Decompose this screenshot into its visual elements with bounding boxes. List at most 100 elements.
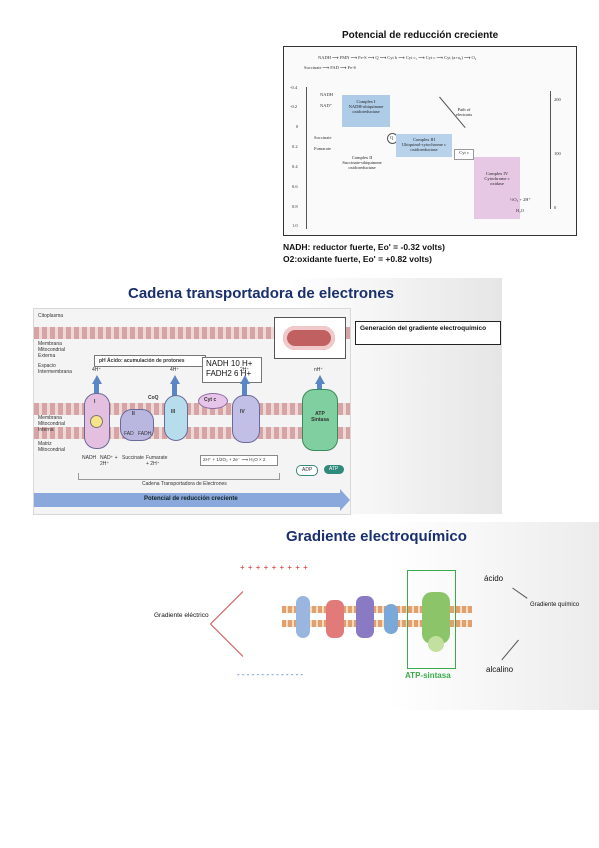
h2o-label: H₂O	[516, 208, 525, 213]
fumarate-label: Fumarate	[314, 146, 331, 151]
mitochondrion-icon	[283, 326, 335, 350]
redox-potential-figure: NADH ⟶ FMN ⟶ Fe-S ⟶ Q ⟶ Cyt b ⟶ Cyt c₁ ⟶…	[283, 46, 577, 236]
nadh-note: NADH: reductor fuerte, Eo' = -0.32 volts…	[283, 242, 445, 252]
fad-label: FAD	[124, 431, 134, 437]
complex-i	[84, 393, 110, 449]
cytc-oval	[198, 393, 228, 409]
ill-complex-1	[296, 596, 310, 638]
atp-synthase-highlight	[407, 570, 456, 669]
minus-row: - - - - - - - - - - - - - -	[237, 670, 304, 679]
ph-acid-label: pH Ácido: acumulación de protones	[99, 358, 185, 364]
right-tick: 100	[554, 151, 561, 156]
nadh-protons: NADH 10 H+	[206, 359, 253, 368]
outer-membrane	[34, 327, 350, 339]
atp-synthase	[302, 389, 338, 451]
proton-count-box: NADH 10 H+ FADH2 6 H+	[202, 357, 262, 383]
electron-transport-figure: Citoplasma Membrana Mitocondrial Externa…	[33, 308, 351, 515]
succinate-matrix: Succinate	[122, 455, 144, 461]
ph-acid-box: pH Ácido: acumulación de protones	[94, 355, 206, 367]
y-tick: 0.4	[292, 164, 298, 169]
membrane-illustration	[282, 574, 472, 662]
ill-atp-synthase	[422, 592, 450, 644]
fumarate-matrix: Fumarate + 2H⁺	[146, 455, 168, 467]
complex-ii-label: Complex II Succinate-ubiquinone oxidored…	[342, 155, 382, 170]
complex-ii-label: II	[132, 411, 135, 417]
section1-title: Potencial de reducción creciente	[342, 30, 499, 41]
water-eq: 2H⁺ + 1/2O₂ + 2e⁻ ⟶ H₂O × 2	[203, 457, 266, 462]
complex-iii	[164, 395, 188, 441]
coq-label: CoQ	[148, 395, 159, 401]
potencial-arrow: Potencial de reducción creciente	[34, 493, 340, 507]
q-label: Q	[390, 135, 394, 140]
chemical-gradient-label: Gradiente químico	[530, 602, 580, 608]
chain-row-2: Succinate ⟶ FAD ⟶ Fe-S	[304, 65, 357, 70]
complex-iv-box: Complex IV Cytochrome c oxidase	[474, 157, 520, 219]
outer-membrane-label: Membrana Mitocondrial Externa	[38, 341, 65, 359]
atp-synthase-caption: ATP-sintasa	[405, 671, 451, 680]
matrix-label: Matriz Mitocondrial	[38, 441, 65, 453]
alcalino-label: alcalino	[486, 665, 514, 674]
adp-pill: ADP	[296, 465, 318, 476]
ubiquinone-circle-i	[90, 415, 103, 428]
right-tick: 200	[554, 97, 561, 102]
inner-membrane-label: Membrana Mitocondrial Interna	[38, 415, 65, 433]
membrane-layer-bottom	[282, 620, 472, 627]
gradient-side-box: Generación del gradiente electroquímico	[355, 321, 501, 345]
cytc-box: Cyt c	[454, 149, 474, 160]
y-tick: 0	[296, 124, 299, 129]
y-tick: 0.2	[292, 144, 298, 149]
potencial-arrowhead	[340, 489, 350, 511]
right-tick: 0	[554, 205, 557, 210]
potencial-label: Potencial de reducción creciente	[144, 496, 238, 502]
complex-i-box: Complex I NADH-ubiquinone oxidoreductase	[342, 95, 390, 127]
nad-label: NAD⁺	[320, 103, 333, 108]
atp-pill: ATP	[324, 465, 344, 474]
membrane-layer-top	[282, 606, 472, 613]
cytc-label: Cyt c	[204, 397, 217, 403]
complex-ii	[120, 409, 154, 441]
y-tick: 0.6	[292, 184, 298, 189]
proton-arrow-iii	[170, 375, 180, 384]
proton-arrow-atp	[315, 375, 325, 384]
o2-label: ½O₂ + 2H⁺	[510, 197, 531, 202]
proton-arrow-iv	[240, 375, 250, 384]
plus-row: + + + + + + + + +	[240, 563, 309, 572]
complex-iii-label: III	[171, 409, 176, 415]
protons-i: 4H⁺	[92, 367, 102, 373]
y-tick: -0.4	[290, 85, 298, 90]
proton-shaft-iii	[172, 384, 177, 402]
y-tick: 0.8	[292, 204, 298, 209]
atp-synthase-label: ATP Sintasa	[311, 411, 329, 423]
right-axis	[550, 91, 551, 209]
inner-membrane-bottom	[34, 427, 350, 439]
ill-complex-4	[384, 604, 398, 634]
mitochondrion-inset	[274, 317, 346, 359]
complex-i-label: I	[94, 399, 96, 405]
gradient-side-text: Generación del gradiente electroquímico	[360, 325, 487, 332]
section3-title: Gradiente electroquímico	[286, 528, 467, 545]
succinate-label: Succinate	[314, 135, 332, 140]
nadh-matrix: NADH	[82, 455, 97, 461]
protons-atp: nH⁺	[314, 367, 324, 373]
citoplasma-label: Citoplasma	[38, 313, 64, 319]
acido-label: ácido	[484, 574, 504, 583]
protons-iii: 4H⁺	[170, 367, 180, 373]
atp-label: ATP	[329, 466, 339, 472]
complex-iv	[232, 395, 260, 443]
inner-membrane-top	[34, 403, 350, 415]
ill-complex-3	[356, 596, 374, 638]
proton-arrow-i	[92, 375, 102, 384]
chain-label: Cadena Transportadora de Electrones	[142, 481, 227, 487]
complex-iv-label: IV	[240, 409, 245, 415]
left-axis	[306, 87, 307, 229]
proton-shaft-iv	[242, 384, 247, 402]
electric-gradient-label: Gradiente eléctrico	[154, 612, 209, 619]
ill-atp-head	[428, 636, 444, 652]
nadh-label: NADH	[320, 92, 333, 97]
complex-iii-box: Complex III Ubiquinol-cytochrome c oxido…	[396, 134, 452, 157]
path-label: Path of electrons	[455, 107, 473, 117]
fadh-protons: FADH2 6 H+	[206, 369, 252, 378]
fadh-label: FADH₂	[138, 431, 154, 437]
y-tick: -0.2	[290, 104, 298, 109]
ill-complex-2	[326, 600, 344, 638]
